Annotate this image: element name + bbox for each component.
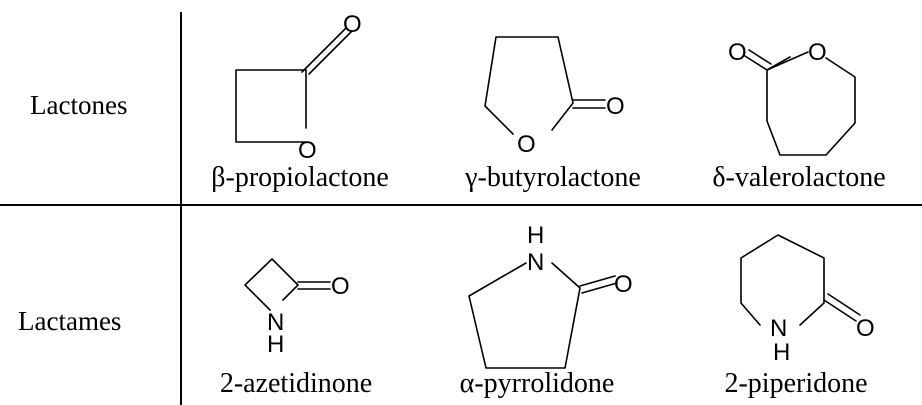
bond-ring bbox=[244, 258, 299, 311]
bond-ring bbox=[766, 56, 856, 156]
horizontal-divider bbox=[0, 204, 922, 206]
bond-carbonyl-2 bbox=[581, 282, 618, 294]
bond-carbonyl-1 bbox=[579, 275, 616, 287]
structure-2-piperidone: N H O bbox=[740, 234, 875, 366]
structure-2-azetidinone: O N H bbox=[244, 258, 350, 358]
compound-name-2-piperidone: 2-piperidone bbox=[724, 368, 868, 399]
vertical-divider bbox=[180, 12, 182, 405]
bond-carbonyl-2 bbox=[748, 49, 772, 65]
bond-ring bbox=[740, 234, 825, 326]
structure-gamma-butyrolactone: O O bbox=[484, 36, 625, 158]
structure-beta-propiolactone: O O bbox=[235, 11, 362, 164]
compound-name-delta-valerolactone: δ-valerolactone bbox=[712, 162, 886, 193]
compound-name-alpha-pyrrolidone: α-pyrrolidone bbox=[459, 368, 615, 399]
structure-delta-valerolactone: O O bbox=[728, 39, 856, 156]
atom-h: H bbox=[267, 331, 284, 358]
atom-o-exo: O bbox=[614, 271, 633, 298]
bond-ring-o bbox=[766, 51, 809, 71]
atom-o-exo: O bbox=[856, 315, 875, 342]
atom-o-exo: O bbox=[343, 11, 362, 38]
bond-carbonyl-1 bbox=[823, 299, 857, 322]
bond-ring bbox=[484, 36, 574, 135]
structure-alpha-pyrrolidone: H N O bbox=[468, 222, 633, 369]
bond-carbonyl-1 bbox=[301, 27, 347, 73]
bond-carbonyl-2 bbox=[308, 30, 353, 75]
compound-name-gamma-butyrolactone: γ-butyrolactone bbox=[465, 162, 641, 193]
atom-o-exo: O bbox=[331, 273, 350, 300]
atom-n: N bbox=[267, 309, 284, 336]
bond-ring bbox=[468, 262, 581, 369]
compound-name-2-azetidinone: 2-azetidinone bbox=[219, 368, 373, 399]
atom-o-ring: O bbox=[808, 39, 827, 66]
atom-o-ring: O bbox=[517, 131, 536, 158]
bond-carbonyl-2 bbox=[827, 293, 861, 316]
atom-n: N bbox=[770, 315, 787, 342]
row-label-lactones: Lactones bbox=[30, 90, 128, 120]
atom-o-exo: O bbox=[606, 93, 625, 120]
compound-name-beta-propiolactone: β-propiolactone bbox=[211, 162, 389, 193]
atom-o-exo: O bbox=[728, 39, 747, 66]
atom-h: H bbox=[773, 339, 790, 366]
bond-ring-left bbox=[235, 69, 307, 143]
atom-n: N bbox=[527, 249, 544, 276]
atom-h: H bbox=[527, 222, 544, 249]
row-label-lactames: Lactames bbox=[18, 306, 122, 336]
bond-carbonyl-1 bbox=[744, 55, 768, 71]
atom-o-ring: O bbox=[298, 137, 317, 164]
